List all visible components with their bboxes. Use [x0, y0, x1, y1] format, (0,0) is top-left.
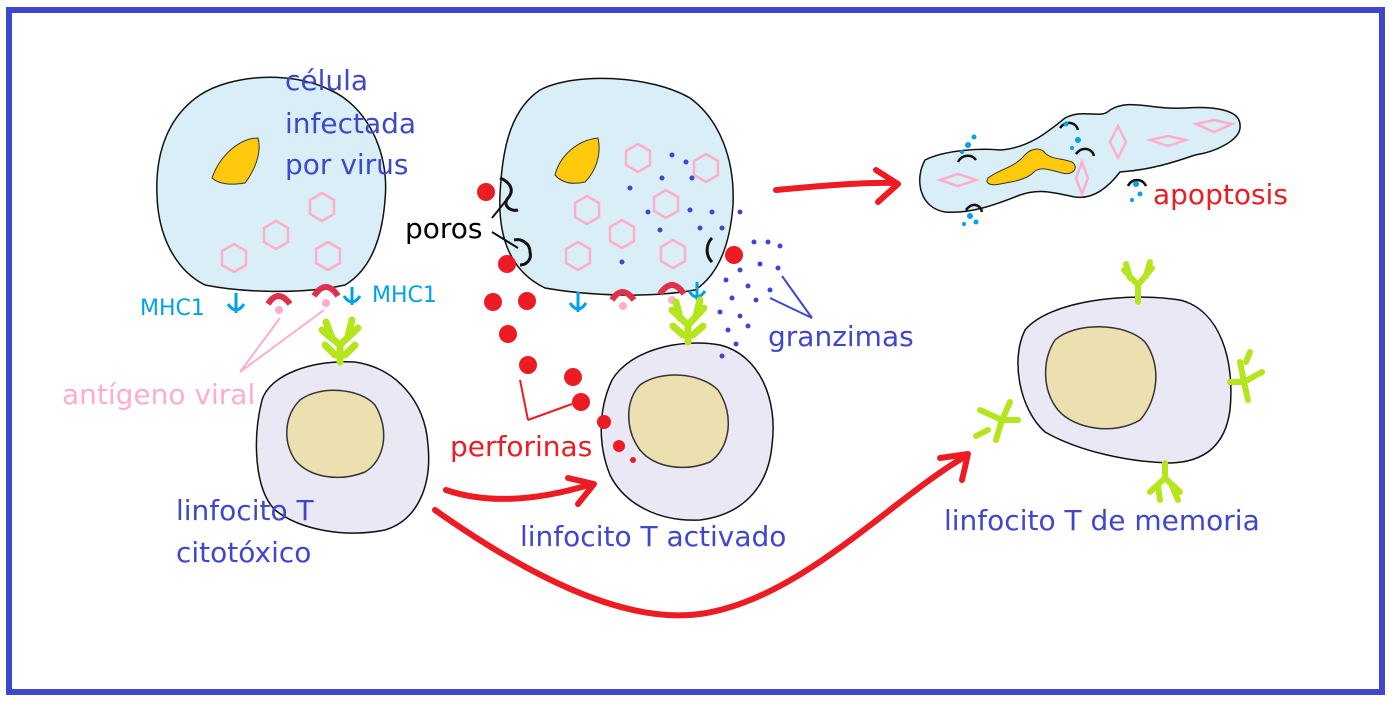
perforins-pointer: [519, 379, 573, 421]
infected-cell-middle: [499, 77, 734, 312]
tcr-receptor: [973, 399, 1021, 443]
viral-particle: [652, 188, 680, 220]
granzymes-pointer: [769, 275, 813, 319]
virus-core-middle: [554, 137, 600, 184]
nucleus: [286, 389, 385, 479]
arrow-to-apoptosis: [773, 167, 901, 205]
process-arrows: [432, 167, 971, 619]
infected-cell-label-2: infectada: [285, 107, 416, 140]
cytotoxic-t-label-2: citotóxico: [176, 536, 311, 569]
antigen-complex: [609, 289, 637, 302]
mhc-receptor-right: [342, 287, 362, 305]
antigen-complex: [311, 284, 341, 298]
tcr-receptor: [1121, 259, 1155, 305]
mhc-receptor: [687, 282, 707, 300]
viral-antigen-label: antígeno viral: [62, 378, 255, 411]
viral-particle: [262, 219, 290, 251]
tcr-receptor: [318, 316, 362, 366]
viral-particle: [308, 191, 336, 223]
granzyme-fragments: [960, 121, 1143, 226]
nucleus: [628, 374, 730, 469]
cytotoxic-t-label-1: linfocito T: [176, 494, 314, 527]
arrow-to-activated: [443, 475, 597, 507]
tcr-receptor: [1227, 349, 1265, 403]
antigen-pointer: [239, 309, 325, 373]
mhc-receptor-left: [226, 293, 246, 313]
apoptotic-cell: [918, 103, 1241, 214]
fragmented-nucleus: [986, 148, 1076, 186]
mhc-label-right: MHC1: [372, 283, 437, 308]
memory-t-cell: [973, 259, 1265, 503]
tcr-receptor: [1147, 460, 1183, 503]
viral-particle: [573, 194, 601, 226]
mhc-receptor: [568, 292, 588, 312]
infected-cell-label-1: célula: [285, 64, 368, 97]
granzymes-label: granzimas: [768, 320, 914, 353]
infected-cell-label-3: por virus: [285, 148, 409, 181]
diagram-frame: [6, 7, 1385, 695]
viral-particle: [314, 240, 342, 272]
antigen-complex: [265, 293, 293, 306]
activated-t-label: linfocito T activado: [520, 520, 786, 553]
antigen-complex: [657, 282, 687, 296]
infected-cell-left: [156, 76, 387, 314]
viral-particle: [624, 142, 652, 174]
viral-particle: [659, 238, 687, 270]
activated-t-cell: [600, 296, 774, 521]
viral-particle: [564, 240, 592, 272]
perforins-label: perforinas: [450, 430, 592, 463]
nucleus: [1044, 326, 1157, 430]
apoptosis-label: apoptosis: [1153, 178, 1288, 211]
viral-particle: [220, 242, 248, 274]
memory-t-label: linfocito T de memoria: [944, 504, 1260, 537]
cytotoxic-t-cell: [255, 316, 430, 534]
tcr-receptor: [668, 296, 708, 346]
virus-core-left: [211, 137, 260, 185]
pores-pointer: [491, 197, 519, 249]
arrow-to-memory: [432, 451, 971, 619]
perforins-molecules: [477, 183, 743, 463]
mhc-label-left: MHC1: [140, 296, 205, 321]
granzymes-molecules: [619, 152, 783, 359]
viral-particle: [692, 152, 720, 184]
pore: [513, 238, 532, 267]
viral-particle: [608, 218, 636, 250]
pores-label: poros: [405, 212, 483, 245]
pore: [705, 236, 714, 264]
